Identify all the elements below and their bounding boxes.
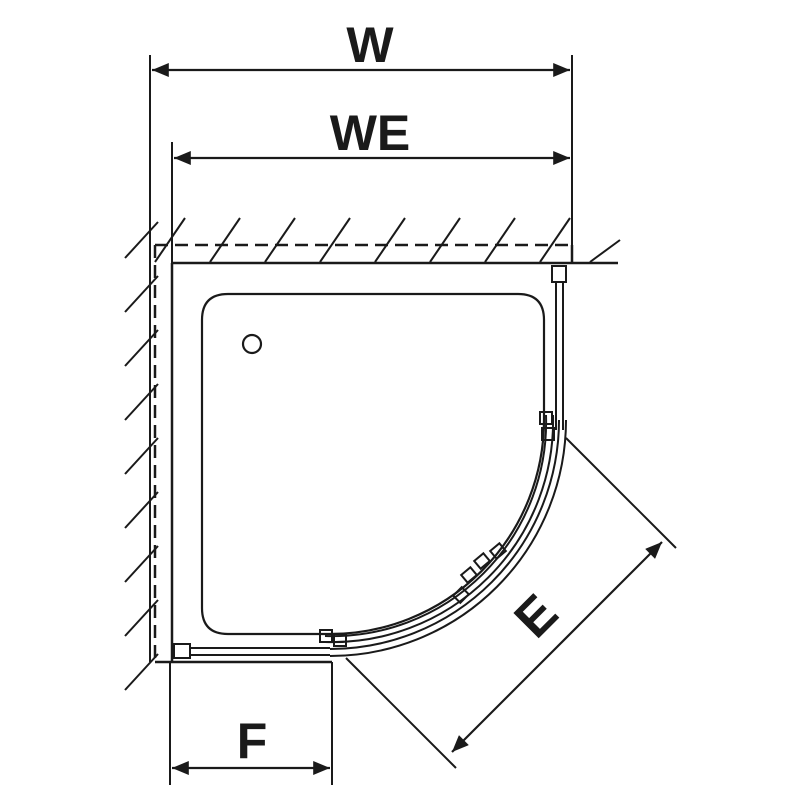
- dimension-label-f: F: [237, 713, 268, 769]
- dimension-label-e: E: [504, 584, 570, 650]
- shower-tray: [200, 292, 546, 636]
- drain-icon: [241, 333, 263, 355]
- back-wall-hatching: [154, 217, 621, 263]
- dimension-w: W: [149, 17, 573, 662]
- wall-dashed-edges: [153, 243, 572, 662]
- dimension-label-w: W: [346, 17, 394, 73]
- dimension-we: WE: [171, 105, 570, 263]
- dimension-label-we: WE: [330, 105, 411, 161]
- bottom-fixed-panel: [173, 643, 330, 659]
- side-wall-hatching: [124, 221, 159, 691]
- dimension-e: E: [345, 437, 677, 769]
- right-fixed-panel: [551, 265, 567, 430]
- dimension-f: F: [169, 662, 333, 785]
- enclosure-outline: [155, 245, 618, 664]
